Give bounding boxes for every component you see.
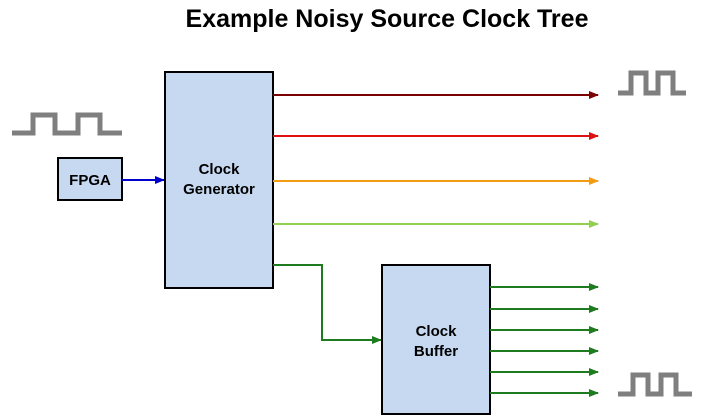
output-square-wave-icon-top bbox=[618, 70, 686, 96]
diagram-title: Example Noisy Source Clock Tree bbox=[186, 5, 589, 33]
clock-buffer-block: Clock Buffer bbox=[381, 264, 491, 415]
clock-generator-label-line2: Generator bbox=[183, 181, 255, 198]
fpga-label: FPGA bbox=[69, 172, 111, 189]
fpga-block: FPGA bbox=[57, 157, 123, 201]
output-square-wave-icon-bottom bbox=[618, 372, 692, 397]
clock-buffer-label-line1: Clock bbox=[416, 323, 458, 340]
generator-to-buffer-arrow bbox=[273, 264, 382, 344]
clock-generator-block: Clock Generator bbox=[164, 71, 274, 289]
input-square-wave-icon bbox=[12, 112, 122, 136]
clock-buffer-label-line2: Buffer bbox=[414, 343, 458, 360]
clock-generator-label-line1: Clock bbox=[199, 161, 241, 178]
